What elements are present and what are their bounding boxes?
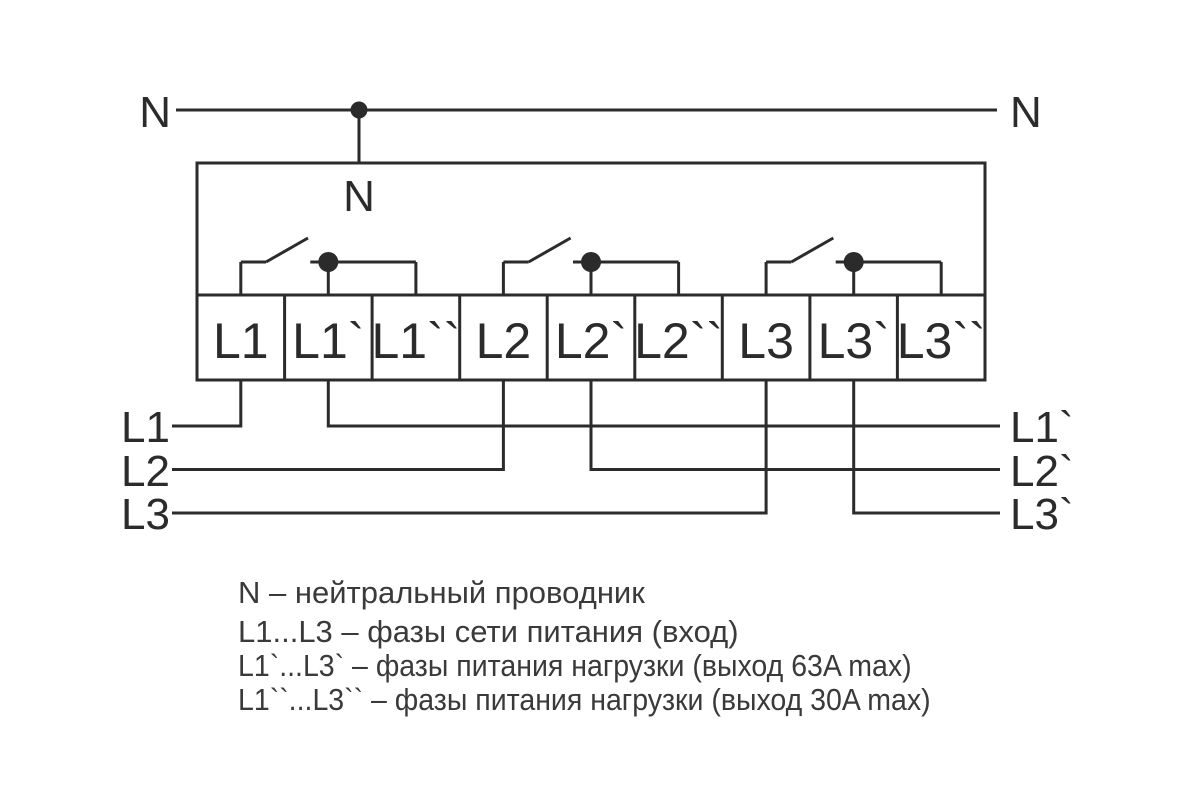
terminal-label-l1: L1 [213,313,269,369]
terminal-label-l1p: L1` [292,313,364,369]
switch-l2-blade [527,236,572,264]
legend: N – нейтральный проводник L1...L3 – фазы… [238,575,931,717]
neutral-label-left: N [139,88,171,137]
wire-l3-input [172,380,768,515]
neutral-bus: N N [139,88,1042,163]
switch-l3 [764,236,943,295]
output-label-l2p: L2` [1010,447,1074,496]
phase-input-wires: L1 L2 L3 [121,380,768,539]
switch-l1-blade [265,236,309,264]
legend-line-inputs: L1...L3 – фазы сети питания (вход) [238,614,739,649]
switch-l2 [501,236,681,295]
wire-l1-input [172,380,243,428]
terminal-label-l3p: L3` [818,313,890,369]
terminal-strip: L1 L1` L1`` L2 L2` L2`` L3 L3` L3`` [195,293,987,382]
neutral-junction-dot [350,101,368,119]
legend-line-neutral: N – нейтральный проводник [238,575,645,610]
phase-output-wires: L1` L2` L3` [326,380,1074,539]
input-label-l1: L1 [121,403,170,452]
terminal-label-l1pp: L1`` [371,313,460,369]
terminal-label-l3pp: L3`` [897,313,986,369]
neutral-label-right: N [1010,88,1042,137]
input-label-l3: L3 [121,490,170,539]
terminal-label-l2: L2 [476,313,532,369]
legend-line-outputs-30a: L1``...L3`` – фазы питания нагрузки (вых… [238,683,931,717]
device-neutral-label: N [343,172,375,221]
wire-l2-output [589,380,1000,471]
output-label-l1p: L1` [1010,403,1074,452]
wire-l3-output [852,380,1000,515]
wire-l1-output [326,380,1000,428]
terminal-label-l2pp: L2`` [634,313,723,369]
output-label-l3p: L3` [1010,490,1074,539]
terminal-label-l3: L3 [738,313,794,369]
input-label-l2: L2 [121,447,170,496]
switch-l1 [239,236,418,295]
legend-line-outputs-63a: L1`...L3` – фазы питания нагрузки (выход… [238,649,912,683]
terminal-label-l2p: L2` [555,313,627,369]
wire-l2-input [172,380,505,471]
switch-l3-blade [790,236,835,264]
